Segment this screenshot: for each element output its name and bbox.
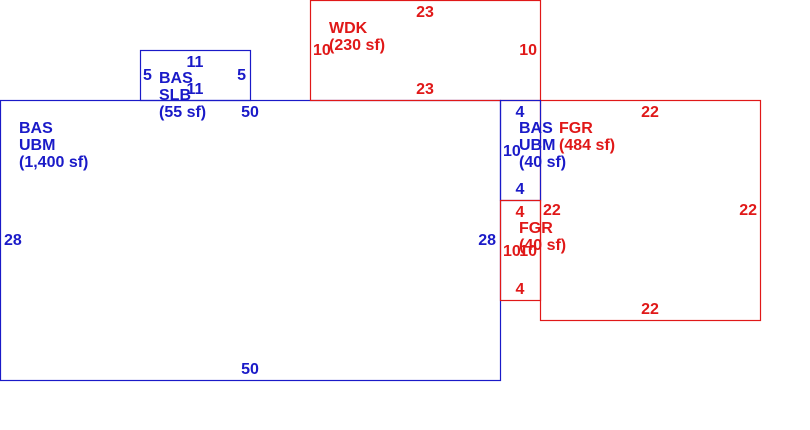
wdk-area: (230 sf) [329, 37, 385, 54]
bas-ubm-main-area: (1,400 sf) [19, 154, 88, 171]
fgr-large-dim-bottom: 22 [641, 301, 659, 318]
fgr-small-code: FGR [519, 220, 553, 237]
fgr-large-dim-right: 22 [739, 202, 757, 219]
fgr-large-code: FGR [559, 120, 593, 137]
bas-slb-area: (55 sf) [159, 104, 206, 121]
wdk-code: WDK [329, 20, 368, 37]
fgr-large-dim-left: 22 [543, 202, 561, 219]
bas-ubm-main-outline [0, 99, 502, 382]
bas-ubm-small-dim-bottom: 4 [516, 181, 525, 198]
bas-slb-type: SLB [159, 87, 191, 104]
wdk-dim-bottom: 23 [416, 81, 434, 98]
bas-slb-outline [139, 49, 252, 102]
bas-slb-dim-top: 11 [187, 54, 204, 71]
bas-ubm-main-dim-left: 28 [4, 232, 22, 249]
wdk-dim-top: 23 [416, 4, 434, 21]
bas-ubm-small-area: (40 sf) [519, 154, 566, 171]
bas-ubm-small-code: BAS [519, 120, 553, 137]
bas-ubm-small-type: UBM [519, 137, 555, 154]
fgr-small-area: (40 sf) [519, 237, 566, 254]
bas-ubm-small-dim-left: 10 [503, 143, 521, 160]
fgr-large-area: (484 sf) [559, 137, 615, 154]
fgr-small-dim-bottom: 4 [516, 281, 525, 298]
bas-slb-dim-right: 5 [237, 67, 246, 84]
fgr-small-dim-left: 10 [503, 243, 521, 260]
fgr-small-dim-right: 10 [519, 243, 537, 260]
fgr-small-outline [499, 199, 542, 302]
bas-slb-dim-left: 5 [143, 67, 152, 84]
bas-ubm-main-dim-top: 50 [241, 104, 259, 121]
bas-ubm-main-code: BAS [19, 120, 53, 137]
fgr-small-dim-top: 4 [516, 204, 525, 221]
bas-slb-dim-bottom: 11 [187, 81, 204, 98]
wdk-dim-left: 10 [313, 42, 331, 59]
wdk-outline [309, 0, 542, 102]
bas-ubm-main-type: UBM [19, 137, 55, 154]
bas-ubm-main-dim-right: 28 [478, 232, 496, 249]
bas-ubm-small-dim-top: 4 [516, 104, 525, 121]
bas-ubm-main-dim-bottom: 50 [241, 361, 259, 378]
bas-slb-code: BAS [159, 70, 193, 87]
fgr-large-dim-top: 22 [641, 104, 659, 121]
wdk-dim-right: 10 [519, 42, 537, 59]
